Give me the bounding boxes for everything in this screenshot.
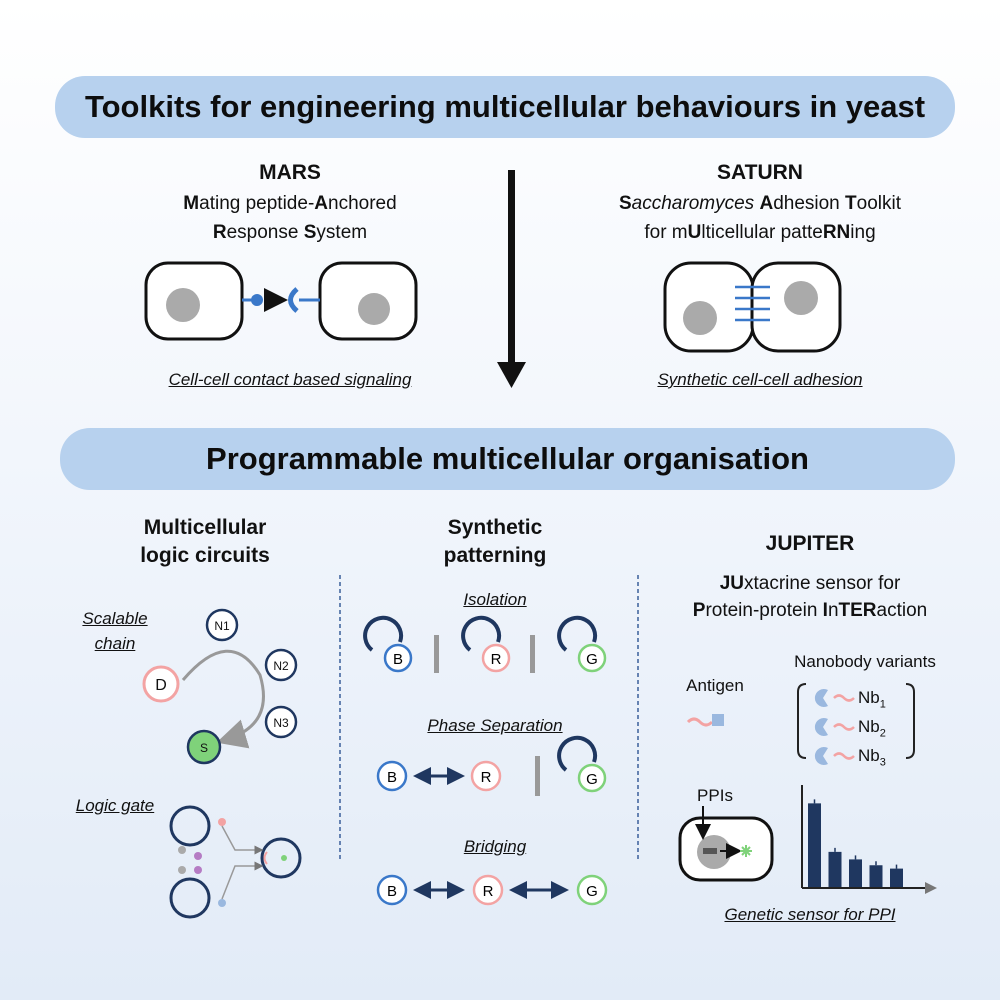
central-down-arrow — [497, 170, 526, 388]
phase-separation-row: B R G — [376, 735, 607, 796]
phase-r: R — [470, 760, 502, 792]
saturn-caption: Synthetic cell-cell adhesion — [657, 370, 863, 389]
bridging-r: R — [472, 874, 504, 906]
svg-text:G: G — [586, 771, 598, 788]
phase-b: B — [376, 760, 408, 792]
scalable-chain-label-line2: chain — [94, 634, 136, 653]
fluorescence-icon — [740, 845, 752, 857]
mars-cell-left — [144, 261, 244, 341]
svg-text:R: R — [481, 769, 492, 786]
saturn-fullname-line2: for mUlticellular patteRNing — [644, 222, 876, 243]
node-n3: N3 — [264, 705, 298, 739]
ppis-label: PPIs — [697, 786, 733, 805]
svg-text:N2: N2 — [273, 659, 289, 673]
scalable-chain-label-line1: Scalable — [82, 609, 148, 628]
node-n1: N1 — [205, 608, 239, 642]
isolation-r: R — [461, 615, 511, 673]
patterning-title-line1: Synthetic — [447, 516, 543, 539]
nb1-label: Nb1 — [858, 688, 886, 711]
bridging-label: Bridging — [463, 837, 527, 856]
jupiter-fullname-line1: JUxtacrine sensor for — [719, 573, 901, 594]
isolation-label: Isolation — [463, 590, 527, 609]
bridging-row: B R G — [376, 874, 608, 906]
mars-fullname-line1: Mating peptide-Anchored — [183, 193, 397, 214]
jupiter-title: JUPITER — [765, 532, 855, 555]
saturn-fullname-line1: Saccharomyces Adhesion Toolkit — [618, 193, 901, 214]
patterning-title-line2: patterning — [443, 544, 547, 567]
nanobody-variants-label: Nanobody variants — [794, 652, 936, 671]
svg-text:D: D — [155, 677, 167, 694]
saturn-cells — [663, 261, 842, 353]
logic-gate-label: Logic gate — [75, 796, 155, 815]
logic-gate-diagram — [169, 805, 302, 919]
nanobody-3 — [814, 747, 855, 765]
svg-text:R: R — [483, 883, 494, 900]
isolation-g: G — [557, 615, 607, 673]
svg-text:B: B — [387, 883, 397, 900]
mars-cell-right — [318, 261, 418, 341]
nanobody-variants-group — [797, 683, 915, 765]
chart-bar-5 — [890, 868, 903, 887]
bridging-b: B — [376, 874, 408, 906]
svg-text:G: G — [586, 651, 598, 668]
svg-text:G: G — [586, 883, 598, 900]
chart-bar-2 — [828, 851, 842, 887]
svg-text:B: B — [393, 651, 403, 668]
node-d: D — [142, 665, 180, 703]
svg-text:B: B — [387, 769, 397, 786]
logic-title-line1: Multicellular — [143, 516, 267, 539]
phase-g: G — [557, 735, 607, 793]
chart-bar-1 — [808, 803, 821, 887]
logic-title-line2: logic circuits — [140, 544, 270, 567]
svg-text:R: R — [491, 651, 502, 668]
jupiter-caption: Genetic sensor for PPI — [724, 905, 896, 924]
svg-text:S: S — [200, 741, 208, 755]
node-s: S — [186, 729, 222, 765]
middle-banner: Programmable multicellular organisation — [60, 428, 955, 490]
svg-text:N3: N3 — [273, 716, 289, 730]
mars-fullname-line2: Response System — [212, 222, 368, 243]
mars-caption: Cell-cell contact based signaling — [168, 370, 412, 389]
nanobody-2 — [814, 717, 855, 737]
antigen-icon — [686, 714, 724, 727]
phase-separation-label: Phase Separation — [427, 716, 563, 735]
ppi-cell — [678, 806, 774, 882]
middle-banner-text: Programmable multicellular organisation — [206, 441, 809, 476]
isolation-b: B — [363, 615, 413, 673]
bridging-g: G — [576, 874, 608, 906]
scalable-chain: D N1 N2 N3 S — [142, 608, 298, 765]
top-banner: Toolkits for engineering multicellular b… — [55, 76, 955, 138]
nb2-label: Nb2 — [858, 717, 886, 740]
chart-bar-4 — [869, 865, 883, 887]
top-banner-text: Toolkits for engineering multicellular b… — [84, 89, 926, 124]
node-n2: N2 — [264, 648, 298, 682]
nb3-label: Nb3 — [858, 746, 886, 769]
antigen-label: Antigen — [686, 676, 744, 695]
mars-title: MARS — [259, 161, 321, 184]
isolation-row: B R G — [363, 615, 607, 673]
jupiter-fullname-line2: Protein-protein InTERaction — [692, 600, 928, 621]
nanobody-1 — [814, 689, 855, 707]
chart-bar-3 — [849, 859, 862, 887]
svg-text:N1: N1 — [214, 619, 230, 633]
saturn-title: SATURN — [717, 161, 803, 184]
ppi-bar-chart — [801, 785, 937, 894]
mars-signaling-icon — [242, 287, 320, 313]
